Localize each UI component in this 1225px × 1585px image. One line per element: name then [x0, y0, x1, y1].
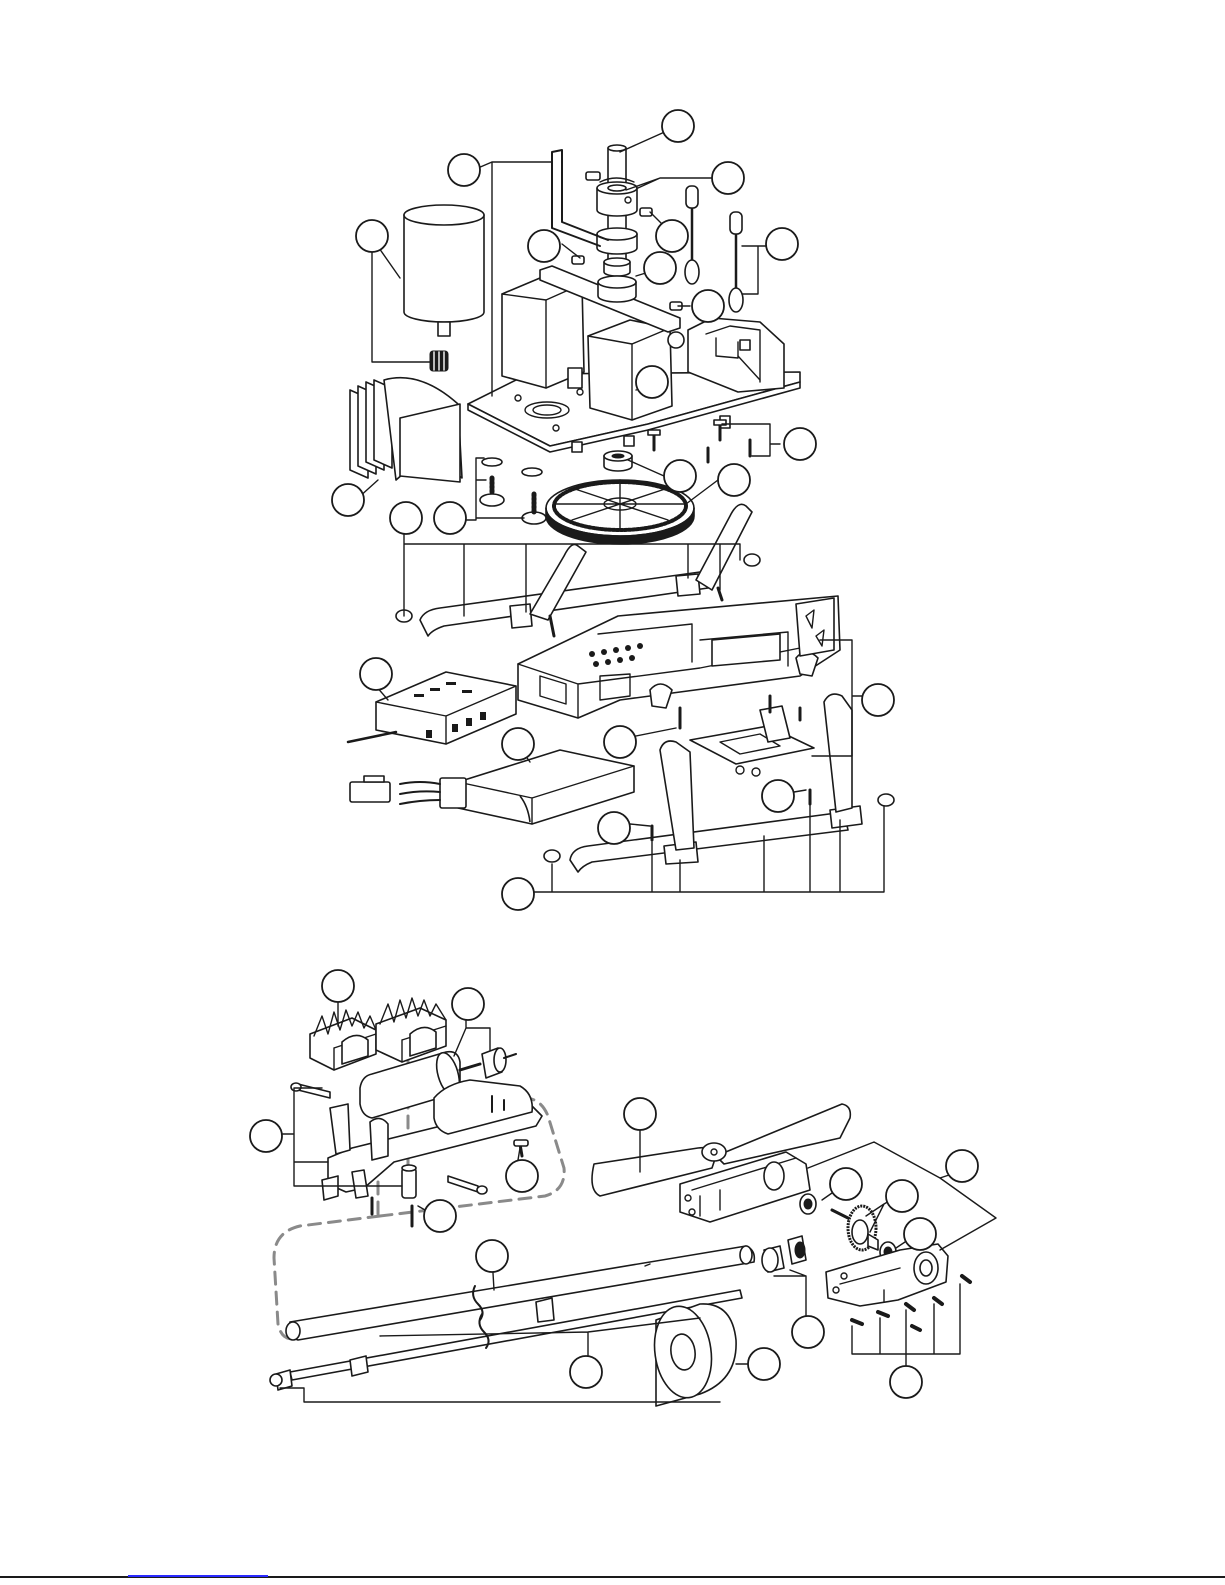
- callout-circle: [748, 1348, 780, 1380]
- boom-end-fittings: [762, 1236, 806, 1272]
- callout-circle: [656, 220, 688, 252]
- callout-circle: [506, 1160, 538, 1192]
- callout-circle: [692, 290, 724, 322]
- motor-heat-sink: [350, 378, 462, 482]
- callout-circle: [784, 428, 816, 460]
- callout-circle: [448, 154, 480, 186]
- callout-circle: [598, 812, 630, 844]
- callout-circle: [604, 726, 636, 758]
- callout-circle: [570, 1356, 602, 1388]
- callout-circle: [890, 1366, 922, 1398]
- callout-circle: [250, 1120, 282, 1152]
- tape-roll: [649, 1303, 736, 1406]
- pinion-gear: [430, 351, 448, 371]
- callout-circle: [424, 1200, 456, 1232]
- main-gear-hub: [604, 451, 632, 471]
- callout-circle: [360, 658, 392, 690]
- main-motor: [404, 205, 484, 336]
- callout-circle: [624, 1098, 656, 1130]
- servo-tray: [680, 696, 814, 776]
- tail-heat-sink-left: [310, 1010, 376, 1070]
- callout-circle: [762, 780, 794, 812]
- callout-circle: [662, 110, 694, 142]
- tail-bearing-1: [800, 1194, 816, 1214]
- lower-frame: [518, 596, 840, 718]
- callout-circle: [476, 1240, 508, 1272]
- upper-collar: [597, 182, 637, 216]
- callout-circle: [356, 220, 388, 252]
- callout-circle: [636, 366, 668, 398]
- callout-circle: [664, 460, 696, 492]
- tail-gearbox-lower: [826, 1244, 948, 1306]
- callout-circle: [862, 684, 894, 716]
- callout-circle: [946, 1150, 978, 1182]
- callout-circle: [792, 1316, 824, 1348]
- mount-screws: [480, 458, 546, 524]
- callout-circle: [712, 162, 744, 194]
- main-frame-assembly: [332, 110, 894, 910]
- battery-pack: [350, 750, 634, 824]
- callout-circle: [718, 464, 750, 496]
- callout-circle: [452, 988, 484, 1020]
- callout-circle: [502, 878, 534, 910]
- tail-heat-sink-right: [376, 998, 446, 1062]
- tail-assembly: [250, 970, 996, 1406]
- callout-circle: [830, 1168, 862, 1200]
- servo-right: [588, 320, 684, 420]
- callout-circle: [904, 1218, 936, 1250]
- servo-left: [502, 278, 584, 388]
- callout-circle: [332, 484, 364, 516]
- callout-circle: [644, 252, 676, 284]
- callout-circle: [528, 230, 560, 262]
- callout-circle: [886, 1180, 918, 1212]
- callout-circle: [322, 970, 354, 1002]
- callout-circle: [502, 728, 534, 760]
- tail-pinion: [482, 1048, 516, 1078]
- callout-circle: [390, 502, 422, 534]
- footer-link-underline[interactable]: [128, 1575, 268, 1577]
- callout-circle: [434, 502, 466, 534]
- callout-circle: [766, 228, 798, 260]
